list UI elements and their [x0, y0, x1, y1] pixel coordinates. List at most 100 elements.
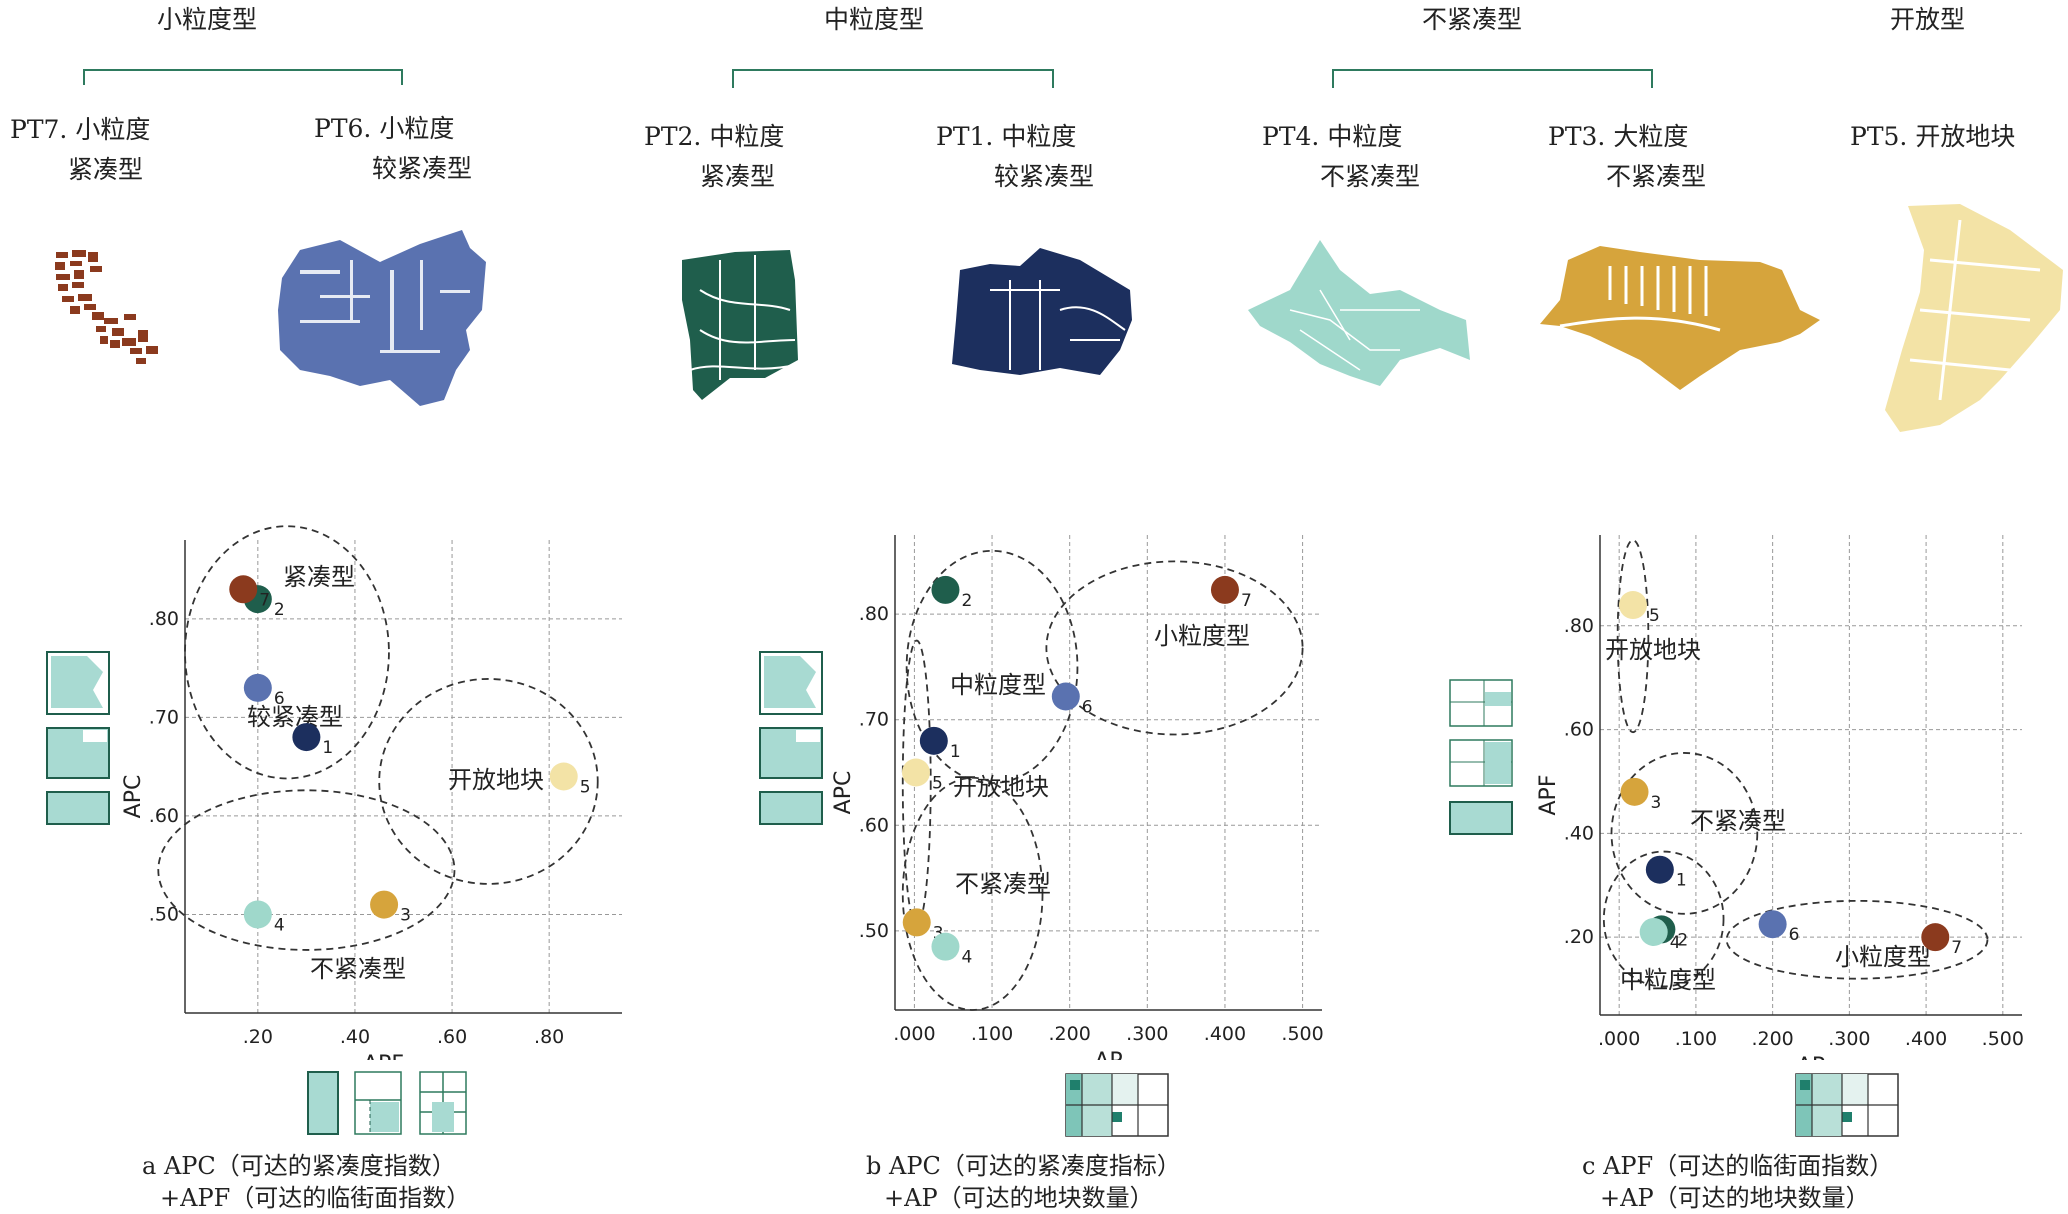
data-point-label: 7 [1241, 591, 1252, 611]
pattern-label-pt4: PT4. 中粒度 不紧凑型 [1262, 117, 1420, 197]
data-point-5 [901, 758, 930, 787]
group-title-medium-grain: 中粒度型 [824, 5, 925, 34]
data-point-3 [902, 908, 931, 937]
cluster-label: 开放地块 [1605, 636, 1701, 664]
y-tick-label: .80 [859, 603, 889, 625]
x-tick-label: .200 [1049, 1023, 1091, 1045]
x-tick-label: .000 [893, 1023, 935, 1045]
x-tick-label: .80 [534, 1026, 564, 1048]
data-point-label: 6 [1789, 925, 1800, 945]
caption-a: a APC（可达的紧凑度指数） +APF（可达的临街面指数） [142, 1150, 470, 1214]
x-tick-label: .100 [971, 1023, 1013, 1045]
data-point-label: 5 [932, 774, 943, 794]
y-tick-label: .60 [149, 805, 179, 827]
cluster-label: 开放地块 [448, 766, 544, 794]
pattern-grain: 中粒度 [1327, 122, 1403, 151]
cluster-ellipse [378, 678, 599, 885]
caption-b: b APC（可达的紧凑度指标） +AP（可达的地块数量） [866, 1150, 1181, 1214]
cluster-ellipse [1616, 539, 1650, 734]
data-point-6 [1051, 682, 1080, 711]
bracket-medium-grain [732, 69, 1054, 88]
data-point-label: 4 [274, 915, 285, 935]
pattern-grain: 小粒度 [75, 115, 151, 144]
data-point-label: 1 [1676, 871, 1687, 891]
data-point-7 [229, 575, 258, 604]
map-pt4 [1248, 240, 1470, 386]
x-tick-label: .500 [1281, 1023, 1323, 1045]
x-tick-label: .100 [1675, 1028, 1717, 1050]
map-pt5 [1885, 204, 2063, 432]
x-tick-label: .400 [1204, 1023, 1246, 1045]
caption-b-line2: +AP（可达的地块数量） [884, 1184, 1154, 1212]
pattern-grain: 小粒度 [379, 114, 455, 143]
pattern-label-pt7: PT7. 小粒度 紧凑型 [10, 110, 150, 190]
map-pt6 [278, 230, 486, 406]
data-point-1 [292, 723, 321, 752]
data-point-7 [1921, 923, 1950, 952]
legend-apf-c [1449, 679, 1513, 835]
data-point-label: 2 [1677, 930, 1688, 950]
data-point-label: 3 [933, 923, 944, 943]
cluster-label: 中粒度型 [950, 671, 1046, 699]
data-point-3 [1620, 777, 1649, 806]
pattern-label-pt2: PT2. 中粒度 紧凑型 [644, 117, 784, 197]
caption-c: c APF（可达的临街面指数） +AP（可达的地块数量） [1582, 1150, 1893, 1214]
legend-apf-a [307, 1071, 467, 1135]
y-tick-label: .60 [1564, 719, 1594, 741]
data-point-label: 5 [1649, 606, 1660, 626]
legend-apc-b [759, 651, 823, 825]
cluster-label: 中粒度型 [1620, 966, 1716, 994]
cluster-ellipse [184, 525, 390, 780]
pattern-code: PT2. [644, 122, 702, 151]
y-tick-label: .60 [859, 814, 889, 836]
data-point-label: 1 [322, 738, 333, 758]
y-tick-label: .80 [1564, 615, 1594, 637]
group-brackets [83, 69, 1653, 88]
cluster-ellipse [1602, 850, 1725, 988]
pattern-code: PT6. [314, 114, 372, 143]
x-tick-label: .300 [1828, 1028, 1870, 1050]
pattern-grain: 大粒度 [1613, 122, 1689, 151]
pattern-maps [55, 204, 2063, 432]
cluster-label: 较紧凑型 [247, 703, 343, 731]
group-title-non-compact: 不紧凑型 [1422, 5, 1523, 34]
x-tick-label: .200 [1751, 1028, 1793, 1050]
y-tick-label: .40 [1564, 822, 1594, 844]
cluster-label: 不紧凑型 [1690, 807, 1786, 835]
pattern-code: PT5. [1850, 122, 1908, 151]
legend-apc-a [46, 651, 110, 825]
x-axis-label: AP [1094, 1049, 1122, 1060]
legend-ap-c [1795, 1073, 1899, 1137]
pattern-label-pt6: PT6. 小粒度 较紧凑型 [314, 109, 472, 189]
data-point-5 [549, 762, 578, 791]
data-point-label: 2 [961, 591, 972, 611]
data-point-label: 2 [274, 600, 285, 620]
pattern-compactness: 较紧凑型 [372, 154, 473, 183]
cluster-label: 不紧凑型 [310, 955, 406, 983]
group-title-open: 开放型 [1890, 5, 1966, 34]
pattern-code: PT4. [1262, 122, 1320, 151]
pattern-compactness: 紧凑型 [700, 162, 776, 191]
pattern-grain: 中粒度 [709, 122, 785, 151]
data-point-6 [243, 673, 272, 702]
data-point-4 [931, 932, 960, 961]
y-tick-label: .50 [149, 903, 179, 925]
data-point-label: 7 [1951, 938, 1962, 958]
x-axis-label: AP [1797, 1054, 1825, 1060]
pattern-code: PT3. [1548, 122, 1606, 151]
cluster-ellipse [905, 549, 1079, 784]
chart-a-apc-apf: .20.40.60.80.50.60.70.80APFAPC紧凑型较紧凑型开放地… [121, 525, 622, 1060]
cluster-label: 小粒度型 [1835, 943, 1931, 971]
data-point-4 [243, 900, 272, 929]
pattern-label-pt1: PT1. 中粒度 较紧凑型 [936, 117, 1094, 197]
x-tick-label: .000 [1598, 1028, 1640, 1050]
group-title-small-grain: 小粒度型 [157, 5, 258, 34]
x-tick-label: .300 [1126, 1023, 1168, 1045]
y-tick-label: .70 [149, 706, 179, 728]
pattern-compactness: 不紧凑型 [1320, 162, 1421, 191]
cluster-label: 小粒度型 [1154, 622, 1250, 650]
pattern-code: PT7. [10, 115, 68, 144]
data-point-label: 6 [1082, 698, 1093, 718]
chart-c-apf-ap: .000.100.200.300.400.500.20.40.60.80APAP… [1536, 535, 2024, 1060]
caption-a-line1: a APC（可达的紧凑度指数） [142, 1152, 456, 1180]
